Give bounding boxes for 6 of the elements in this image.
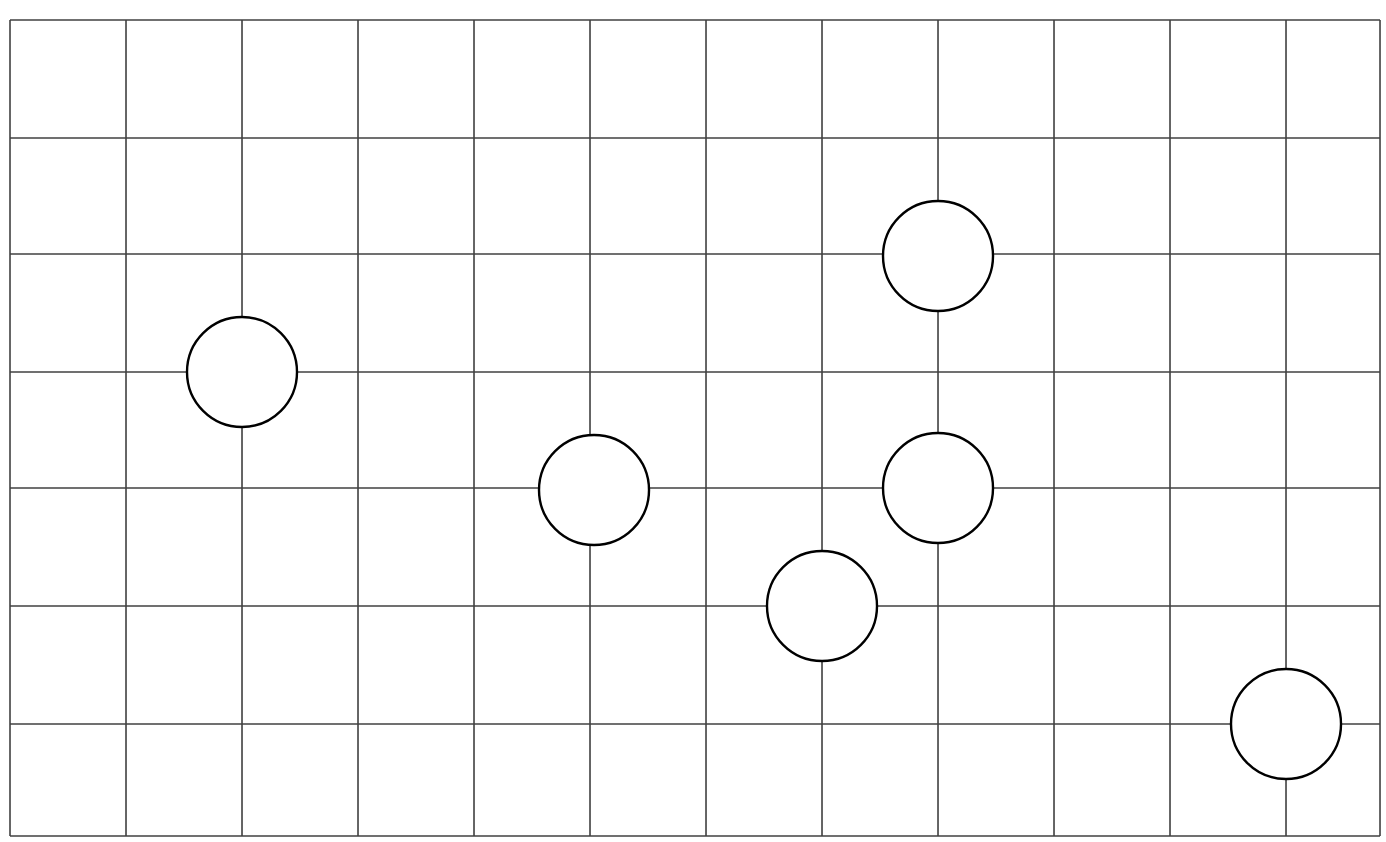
circle [1229,667,1343,781]
circle [881,431,995,545]
circle [185,315,299,429]
circle [881,199,995,313]
circle [765,549,879,663]
circle [537,433,651,547]
